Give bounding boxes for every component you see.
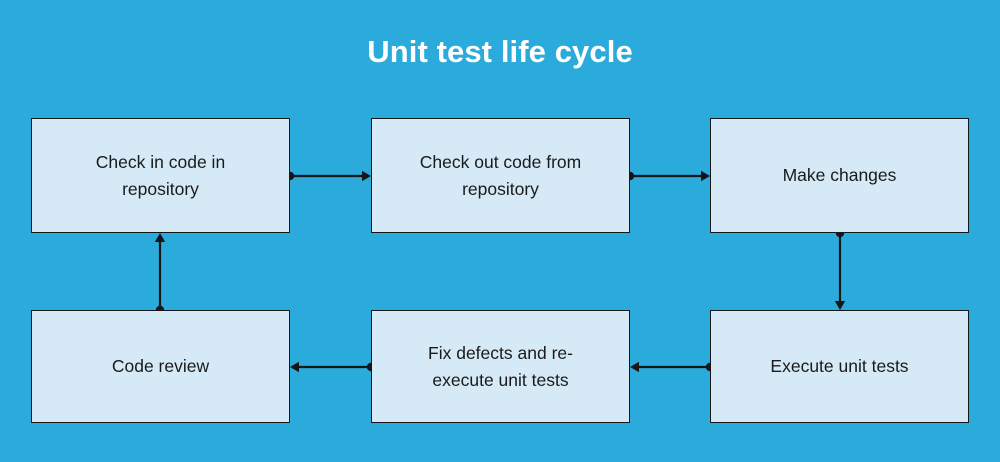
- node-label: Code review: [111, 356, 210, 376]
- node-label: Fix defects and re- execute unit tests: [428, 342, 573, 390]
- edge-check-in-to-check-out: [285, 170, 371, 182]
- edge-check-out-to-make-changes: [625, 170, 710, 182]
- edge-fix-defects-to-code-review: [290, 361, 376, 373]
- node-label: Execute unit tests: [770, 356, 909, 376]
- edge-execute-to-fix-defects: [630, 361, 715, 373]
- node-label: Check out code from repository: [419, 151, 582, 199]
- node-check-in-code[interactable]: Check in code in repository: [31, 118, 290, 233]
- edge-code-review-to-check-in: [154, 233, 166, 315]
- node-fix-defects[interactable]: Fix defects and re- execute unit tests: [371, 310, 630, 423]
- node-check-out-code[interactable]: Check out code from repository: [371, 118, 630, 233]
- edge-make-changes-to-execute: [834, 228, 846, 310]
- node-label: Make changes: [782, 165, 897, 185]
- node-code-review[interactable]: Code review: [31, 310, 290, 423]
- page-title: Unit test life cycle: [367, 34, 633, 69]
- node-execute-unit-tests[interactable]: Execute unit tests: [710, 310, 969, 423]
- node-label: Check in code in repository: [95, 151, 226, 199]
- node-make-changes[interactable]: Make changes: [710, 118, 969, 233]
